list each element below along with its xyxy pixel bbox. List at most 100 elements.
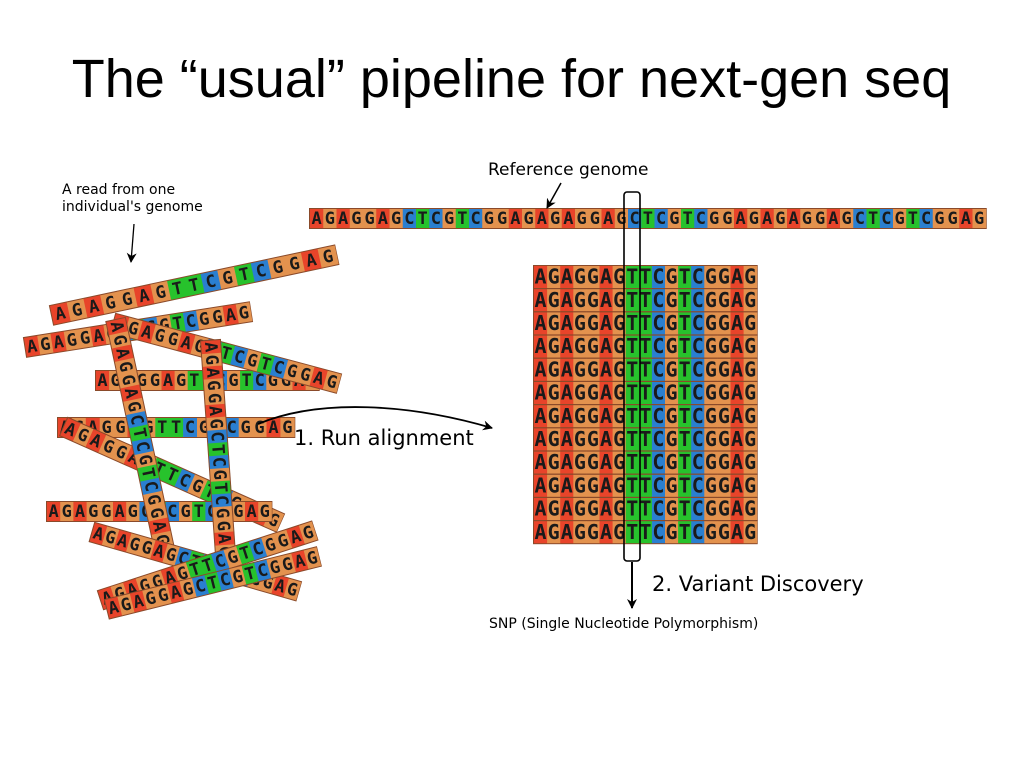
nucleotide-letter: T xyxy=(626,381,638,405)
nucleotide-letter: G xyxy=(613,497,625,521)
nucleotide-letter: G xyxy=(298,364,313,386)
nucleotide-letter: T xyxy=(171,418,181,438)
nucleotide-cell xyxy=(743,521,758,544)
nucleotide-letter: T xyxy=(679,520,691,544)
nucleotide-cell xyxy=(185,558,205,581)
nucleotide-cell xyxy=(625,382,640,404)
nucleotide-letter: G xyxy=(101,502,111,522)
nucleotide-cell xyxy=(209,467,230,483)
nucleotide-cell xyxy=(826,209,841,228)
nucleotide-letter: G xyxy=(574,450,586,474)
nucleotide-letter: A xyxy=(148,519,170,533)
nucleotide-letter: G xyxy=(268,371,278,391)
nucleotide-cell xyxy=(638,428,653,451)
nucleotide-cell xyxy=(612,405,627,428)
nucleotide-letter: G xyxy=(321,246,335,268)
nucleotide-letter: A xyxy=(600,381,612,405)
nucleotide-letter: G xyxy=(705,357,717,381)
nucleotide-cell xyxy=(628,209,642,228)
nucleotide-cell xyxy=(651,266,666,288)
alignment-arrow xyxy=(257,406,493,431)
nucleotide-cell xyxy=(704,451,718,474)
nucleotide-letter: G xyxy=(268,557,283,579)
nucleotide-letter: T xyxy=(137,466,159,480)
nucleotide-cell xyxy=(231,502,246,521)
nucleotide-letter: G xyxy=(842,209,852,229)
nucleotide-letter: C xyxy=(184,311,197,332)
nucleotide-letter: C xyxy=(692,381,704,405)
nucleotide-cell xyxy=(599,335,613,358)
nucleotide-letter: G xyxy=(254,418,264,438)
nucleotide-cell xyxy=(678,521,692,544)
nucleotide-cell xyxy=(586,405,600,428)
nucleotide-letter: C xyxy=(692,450,704,474)
nucleotide-cell xyxy=(101,526,120,549)
nucleotide-cell xyxy=(959,209,973,228)
nucleotide-cell xyxy=(638,382,653,404)
nucleotide-cell xyxy=(612,266,627,288)
nucleotide-letter: G xyxy=(144,588,159,610)
nucleotide-letter: T xyxy=(679,381,691,405)
nucleotide-cell xyxy=(547,266,561,288)
nucleotide-letter: T xyxy=(210,482,231,494)
nucleotide-letter: A xyxy=(561,334,573,358)
nucleotide-letter: G xyxy=(70,300,84,322)
nucleotide-letter: G xyxy=(574,334,586,358)
nucleotide-cell xyxy=(547,428,561,451)
nucleotide-cell xyxy=(717,498,731,520)
nucleotide-letter: T xyxy=(868,209,878,229)
nucleotide-cell xyxy=(678,335,692,358)
nucleotide-letter: C xyxy=(255,560,270,582)
nucleotide-cell xyxy=(946,209,960,228)
nucleotide-letter: T xyxy=(679,334,691,358)
nucleotide-cell xyxy=(209,306,226,328)
nucleotide-letter: C xyxy=(652,311,664,335)
nucleotide-letter: G xyxy=(577,209,587,229)
nucleotide-letter: A xyxy=(731,497,743,521)
nucleotide-letter: A xyxy=(731,334,743,358)
nucleotide-cell xyxy=(586,335,600,358)
nucleotide-letter: G xyxy=(744,497,756,521)
nucleotide-letter: G xyxy=(65,330,78,351)
nucleotide-cell xyxy=(210,550,230,573)
nucleotide-letter: A xyxy=(731,450,743,474)
nucleotide-cell xyxy=(142,587,160,610)
nucleotide-cell xyxy=(734,209,748,228)
nucleotide-letter: G xyxy=(176,371,186,391)
nucleotide-letter: A xyxy=(535,427,547,451)
nucleotide-letter: G xyxy=(325,209,335,229)
nucleotide-cell xyxy=(665,405,679,428)
nucleotide-letter: G xyxy=(744,427,756,451)
nucleotide-cell xyxy=(638,289,653,312)
nucleotide-cell xyxy=(133,284,155,307)
nucleotide-cell xyxy=(120,384,143,403)
nucleotide-letter: G xyxy=(775,209,785,229)
nucleotide-letter: G xyxy=(142,493,164,507)
nucleotide-cell xyxy=(96,371,110,390)
nucleotide-cell xyxy=(717,451,731,474)
nucleotide-cell xyxy=(654,209,669,228)
nucleotide-cell xyxy=(210,480,231,495)
nucleotide-letter: T xyxy=(170,278,184,300)
nucleotide-cell xyxy=(747,209,761,228)
nucleotide-letter: A xyxy=(139,322,154,344)
nucleotide-cell xyxy=(743,358,758,381)
nucleotide-cell xyxy=(638,474,653,497)
nucleotide-cell xyxy=(678,498,692,520)
nucleotide-letter: C xyxy=(167,502,177,522)
nucleotide-letter: A xyxy=(600,473,612,497)
nucleotide-cell xyxy=(717,266,731,288)
nucleotide-cell xyxy=(691,312,705,335)
nucleotide-letter: T xyxy=(639,265,651,289)
nucleotide-letter: A xyxy=(561,404,573,428)
nucleotide-cell xyxy=(612,521,627,544)
nucleotide-letter: G xyxy=(574,404,586,428)
nucleotide-letter: T xyxy=(639,520,651,544)
nucleotide-letter: T xyxy=(679,450,691,474)
nucleotide-cell xyxy=(117,593,135,616)
nucleotide-letter: G xyxy=(123,399,145,413)
nucleotide-letter: G xyxy=(666,450,678,474)
nucleotide-letter: C xyxy=(431,209,441,229)
nucleotide-letter: A xyxy=(311,368,326,390)
nucleotide-letter: G xyxy=(587,311,599,335)
